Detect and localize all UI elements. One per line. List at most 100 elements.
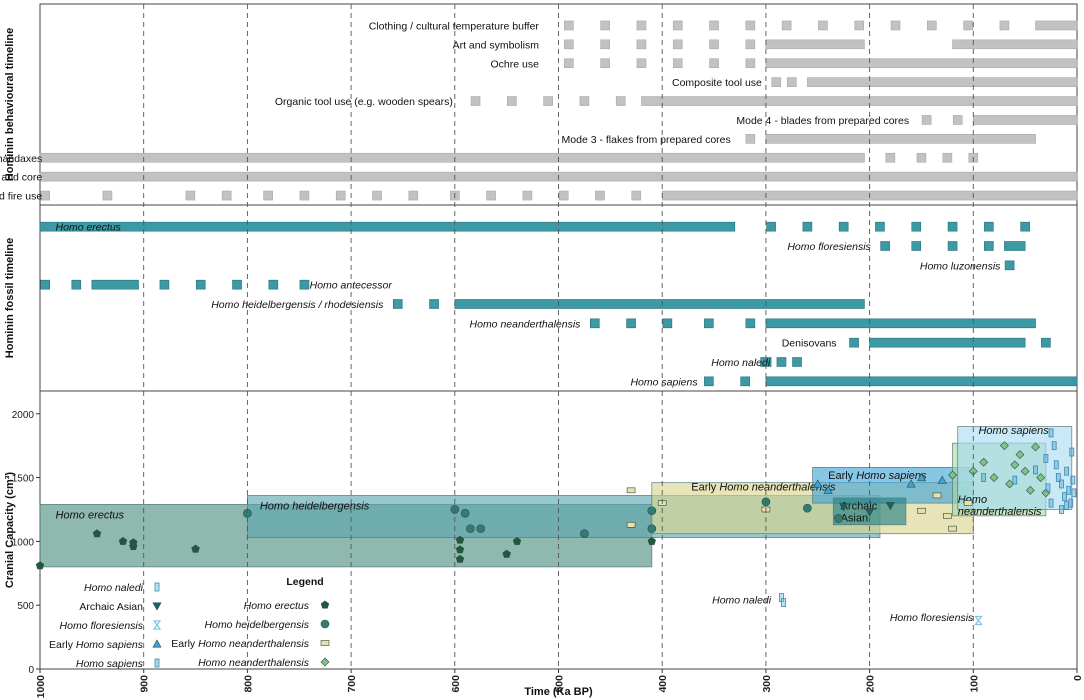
point-homo-sapiens-3 <box>1043 454 1049 463</box>
x-tick-label-900: 900 <box>139 675 151 693</box>
point-homo-heidelbergensis-7 <box>647 506 657 516</box>
legend-marker-early-homo-sapiens <box>152 639 162 648</box>
label-clothing-cultural-temperature-buffer: Clothing / cultural temperature buffer <box>369 20 540 32</box>
dash-homo-erectus-4 <box>911 221 922 232</box>
label-homo-sapiens: Homo sapiens <box>630 376 698 388</box>
dash-denisovans-0 <box>849 337 859 348</box>
row-clothing-cultural-temperature-buffer: Clothing / cultural temperature buffer <box>369 20 1078 32</box>
dash-clothing-cultural-temperature-buffer-6 <box>781 20 792 31</box>
point-early-homo-sapiens-3 <box>916 472 926 482</box>
box-label-early-homo-neanderthalensis: Early Homo neanderthalensis <box>691 481 836 493</box>
dash-homo-antecessor-3 <box>195 279 206 290</box>
row-mode-1-simple-flake-and-core: Mode 1 - simple flake and core <box>0 172 1078 184</box>
legend-marker-homo-floresiensis <box>152 620 162 630</box>
dash-mode-2-bifacially-flaked-handaxes-1 <box>916 152 927 163</box>
label-homo-floresiensis: Homo floresiensis <box>787 241 871 253</box>
legend-label-r-homo-neanderthalensis: Homo neanderthalensis <box>198 657 310 669</box>
point-homo-erectus-10 <box>512 537 522 545</box>
point-homo-erectus-7 <box>455 545 465 554</box>
dash-homo-erectus-5 <box>947 221 958 232</box>
row-ochre-use: Ochre use <box>490 58 1078 70</box>
bar-homo-erectus-0 <box>39 221 736 232</box>
legend-label-early-homo-sapiens: Early Homo sapiens <box>49 639 144 651</box>
dash-controlled-fire-use-12 <box>558 190 569 201</box>
label-ochre-use: Ochre use <box>490 58 539 70</box>
label-homo-luzonensis: Homo luzonensis <box>920 260 1001 272</box>
box-label-early-homo-sapiens: Early Homo sapiens <box>828 470 927 482</box>
point-homo-neanderthalensis-1 <box>979 457 989 467</box>
point-homo-sapiens-19 <box>1064 501 1070 511</box>
point-archaic-asian-2 <box>885 502 895 511</box>
point-homo-erectus-9 <box>502 549 511 558</box>
series-homo-sapiens <box>981 428 1077 514</box>
label-denisovans: Denisovans <box>782 338 837 350</box>
point-early-homo-neanderthalensis-6 <box>943 513 952 519</box>
point-homo-neanderthalensis-9 <box>1031 442 1040 452</box>
dash-homo-heidelbergensis-rhodesiensis-1 <box>429 299 439 309</box>
dash-art-and-symbolism-5 <box>745 39 756 50</box>
x-tick-label-0: 0 <box>1072 675 1084 681</box>
bar-organic-tool-use-e-g-wooden-spears-0 <box>641 96 1078 106</box>
bar-homo-antecessor-0 <box>91 279 139 290</box>
label-mode-2-bifacially-flaked-handaxes: Mode 2 - bifacially flaked handaxes <box>0 153 42 165</box>
point-early-homo-neanderthalensis-4 <box>917 507 926 514</box>
row-homo-naledi: Homo naledi <box>711 357 802 369</box>
dash-controlled-fire-use-11 <box>522 190 533 201</box>
x-tick-label-200: 200 <box>865 675 877 693</box>
box-label-homo-heidelbergensis: Homo heidelbergensis <box>260 500 370 512</box>
point-homo-sapiens-0 <box>981 473 987 482</box>
bar-mode-4-blades-from-prepared-cores-0 <box>972 115 1078 125</box>
point-homo-sapiens-12 <box>1066 485 1072 495</box>
dash-controlled-fire-use-4 <box>263 190 273 201</box>
y-tick-label-1500: 1500 <box>12 474 35 485</box>
dash-ochre-use-5 <box>745 58 756 69</box>
legend-marker-homo-sapiens <box>154 658 160 668</box>
point-homo-neanderthalensis-5 <box>1010 460 1020 470</box>
point-homo-neanderthalensis-8 <box>1025 485 1035 495</box>
row-mode-4-blades-from-prepared-cores: Mode 4 - blades from prepared cores <box>736 115 1078 127</box>
series-homo-erectus <box>35 529 656 570</box>
cranial-ylabel: Cranial Capacity (cm³) <box>4 472 16 588</box>
point-homo-sapiens-18 <box>1059 505 1064 514</box>
legend-label-homo-floresiensis: Homo floresiensis <box>60 620 144 632</box>
row-composite-tool-use: Composite tool use <box>672 77 1078 89</box>
dash-mode-2-bifacially-flaked-handaxes-2 <box>942 152 953 163</box>
dash-controlled-fire-use-7 <box>372 190 382 201</box>
legend-marker-r-homo-heidelbergensis <box>320 619 330 629</box>
box-label-homo-sapiens: Homo sapiens <box>978 425 1049 437</box>
point-homo-sapiens-4 <box>1045 483 1051 493</box>
dash-homo-floresiensis-1 <box>911 241 922 251</box>
dash-organic-tool-use-e-g-wooden-spears-2 <box>543 96 553 106</box>
point-homo-sapiens-6 <box>1051 441 1057 451</box>
dash-controlled-fire-use-5 <box>299 190 310 201</box>
dash-ochre-use-1 <box>600 58 610 69</box>
dash-controlled-fire-use-10 <box>486 190 496 201</box>
x-tick-label-400: 400 <box>657 675 669 693</box>
row-homo-heidelbergensis-rhodesiensis: Homo heidelbergensis / rhodesiensis <box>211 299 865 311</box>
point-homo-neanderthalensis-12 <box>948 470 957 480</box>
dash-homo-floresiensis-3 <box>984 241 994 251</box>
dash-homo-naledi-0 <box>776 357 787 367</box>
dash-homo-floresiensis-0 <box>880 241 890 251</box>
dash-clothing-cultural-temperature-buffer-9 <box>890 20 901 31</box>
dash-composite-tool-use-1 <box>787 77 797 87</box>
x-tick-label-300: 300 <box>761 675 773 693</box>
label-homo-neanderthalensis: Homo neanderthalensis <box>470 318 582 330</box>
series-homo-floresiensis <box>974 615 983 626</box>
dash-composite-tool-use-0 <box>771 77 782 87</box>
y-tick-label-500: 500 <box>17 601 34 612</box>
box-label-homo-neanderthalensis: Homo <box>958 494 987 506</box>
dash-organic-tool-use-e-g-wooden-spears-0 <box>470 96 481 106</box>
dash-homo-luzonensis-0 <box>1004 260 1015 271</box>
bar-homo-heidelbergensis-rhodesiensis-0 <box>454 299 865 309</box>
point-homo-neanderthalensis-2 <box>989 473 999 482</box>
dash-homo-antecessor-4 <box>232 279 242 290</box>
point-homo-floresiensis-0 <box>974 615 983 626</box>
y-tick-label-0: 0 <box>28 665 34 676</box>
label-art-and-symbolism: Art and symbolism <box>453 39 540 51</box>
row-homo-luzonensis: Homo luzonensis <box>920 260 1015 272</box>
label-homo-heidelbergensis-rhodesiensis: Homo heidelbergensis / rhodesiensis <box>211 299 384 311</box>
point-early-homo-sapiens-0 <box>813 479 823 488</box>
